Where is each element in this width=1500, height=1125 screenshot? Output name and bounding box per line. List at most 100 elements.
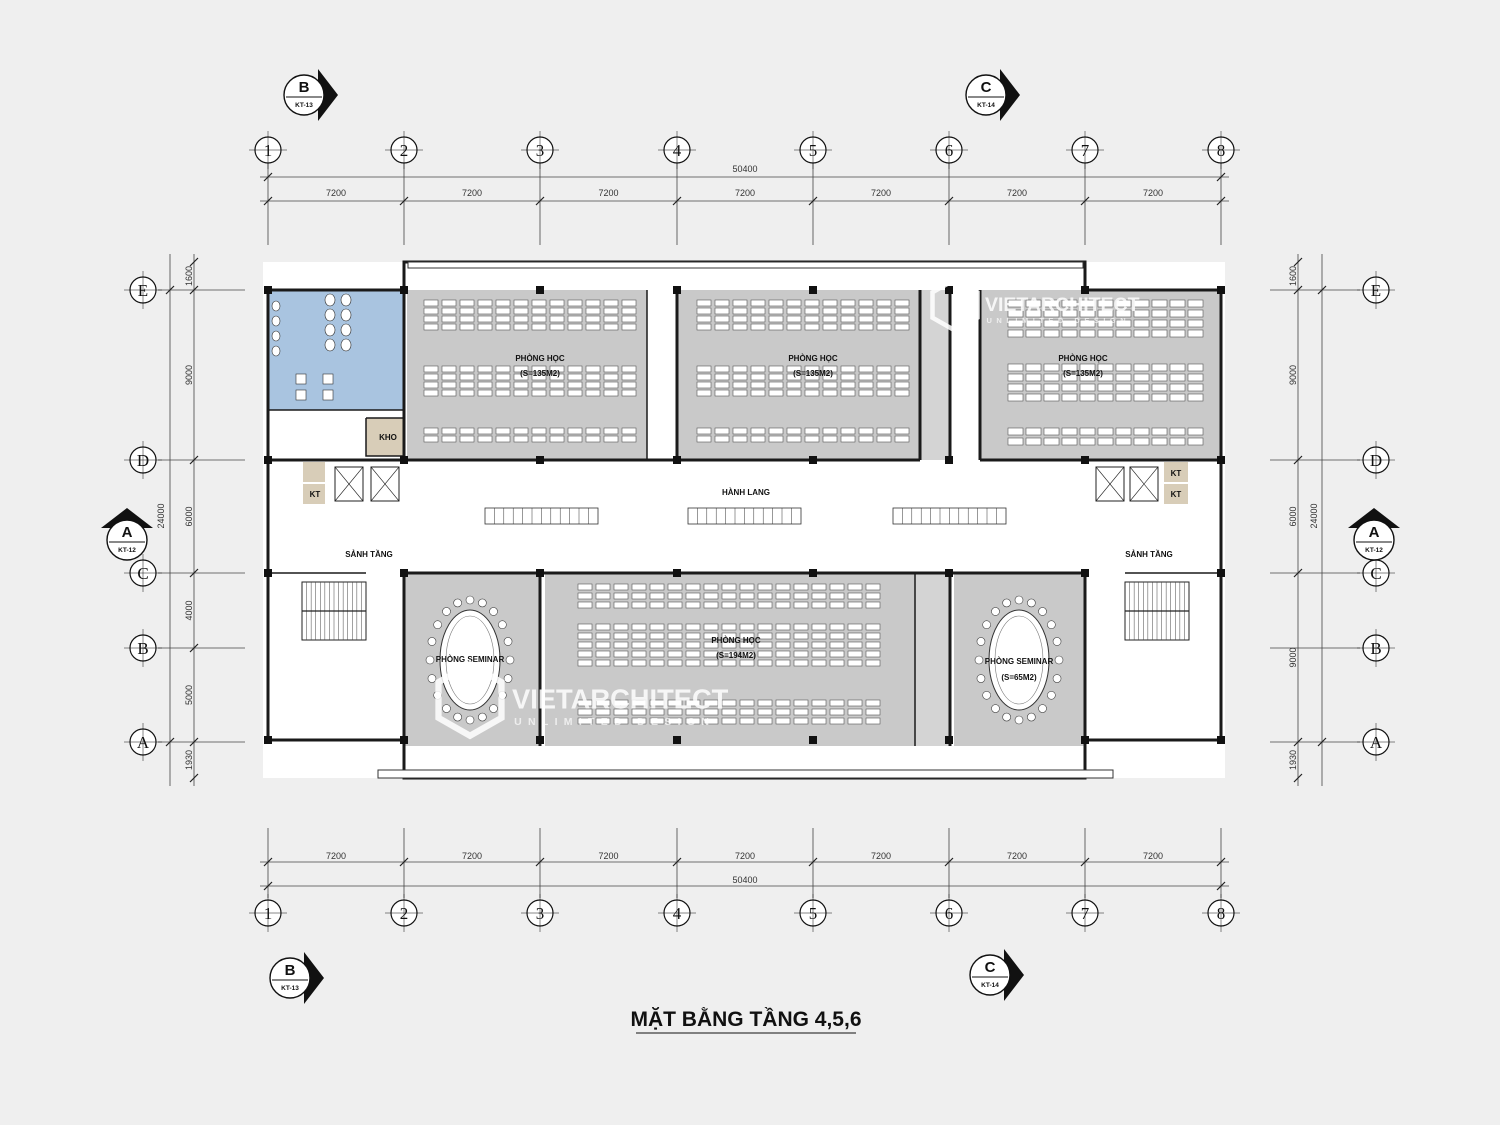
axis-row-E-left-label: E bbox=[138, 281, 148, 300]
classroom-1-desk bbox=[459, 323, 475, 331]
seminar-right-chair bbox=[1027, 712, 1036, 722]
classroom-1-desk bbox=[495, 307, 511, 315]
classroom-4-desk bbox=[631, 583, 647, 591]
classroom-2-desk bbox=[858, 323, 874, 331]
structural-column bbox=[1081, 736, 1089, 744]
seminar-left-chair bbox=[489, 704, 498, 713]
dim-bottom-bay-text-3: 7200 bbox=[598, 851, 618, 861]
classroom-3-desk bbox=[1133, 299, 1150, 308]
seminar-right-label: PHÒNG SEMINAR bbox=[985, 657, 1054, 666]
classroom-4-desk bbox=[667, 659, 683, 667]
classroom-3-desk bbox=[1169, 319, 1186, 328]
classroom-4-desk bbox=[865, 623, 881, 631]
classroom-2-desk bbox=[858, 307, 874, 315]
classroom-4-desk bbox=[577, 583, 593, 591]
classroom-4-desk bbox=[739, 632, 755, 640]
classroom-1-desk bbox=[549, 315, 565, 323]
classroom-2-desk bbox=[840, 373, 856, 381]
classroom-4-desk bbox=[775, 659, 791, 667]
classroom-1-desk bbox=[423, 435, 439, 443]
classroom-1-desk bbox=[531, 427, 547, 435]
classroom-1-desk bbox=[549, 427, 565, 435]
classroom-2-desk bbox=[804, 435, 820, 443]
classroom-1-desk bbox=[585, 389, 601, 397]
dim-left-rows-tick-3 bbox=[189, 568, 199, 578]
dim-left-rows-tick-4 bbox=[189, 643, 199, 653]
classroom-4-desk bbox=[577, 659, 593, 667]
classroom-4-desk bbox=[649, 641, 665, 649]
classroom-1-desk bbox=[459, 315, 475, 323]
dim-bottom-bays-tick-7 bbox=[1216, 857, 1226, 867]
classroom-4-desk bbox=[577, 650, 593, 658]
seminar-right-area: (S=65M2) bbox=[1001, 673, 1037, 682]
toilet-fixture bbox=[340, 323, 352, 337]
section-c-bottom-arrow bbox=[1004, 949, 1024, 1001]
classroom-2-desk bbox=[822, 323, 838, 331]
seminar-right-chair bbox=[991, 607, 1000, 616]
classroom-3-desk bbox=[1151, 299, 1168, 308]
classroom-2-desk bbox=[840, 427, 856, 435]
classroom-3-desk bbox=[1115, 363, 1132, 372]
classroom-2-desk bbox=[786, 373, 802, 381]
classroom-4-desk bbox=[649, 650, 665, 658]
classroom-4-desk bbox=[721, 601, 737, 609]
classroom-2-desk bbox=[858, 315, 874, 323]
classroom-2-desk bbox=[732, 389, 748, 397]
classroom-1-desk bbox=[585, 381, 601, 389]
section-a-left-sheet: KT-12 bbox=[118, 547, 136, 554]
classroom-1-desk bbox=[441, 435, 457, 443]
classroom-4-desk bbox=[721, 623, 737, 631]
kt-label-right-1: KT bbox=[1171, 469, 1182, 478]
lobby-left-label: SẢNH TẦNG bbox=[345, 549, 393, 559]
dim-left-rows-tick-1 bbox=[189, 285, 199, 295]
dim-bottom-bay-text-1: 7200 bbox=[326, 851, 346, 861]
section-a-right-sheet: KT-12 bbox=[1365, 547, 1383, 554]
classroom-3-desk bbox=[1151, 427, 1168, 436]
classroom-1-desk bbox=[621, 427, 637, 435]
dim-top-bay-text-4: 7200 bbox=[735, 188, 755, 198]
classroom-4-desk bbox=[847, 601, 863, 609]
classroom-4-desk bbox=[847, 708, 863, 716]
classroom-3-desk bbox=[1061, 329, 1078, 338]
dim-left-total-tick-1 bbox=[165, 737, 175, 747]
classroom-4-desk bbox=[811, 699, 827, 707]
classroom-4-desk bbox=[703, 641, 719, 649]
classroom-3-desk bbox=[1079, 309, 1096, 318]
classroom-2-desk bbox=[858, 299, 874, 307]
seminar-left-chair bbox=[478, 712, 487, 722]
dim-left-total-tick-0 bbox=[165, 285, 175, 295]
classroom-2-desk bbox=[840, 307, 856, 315]
classroom-4-desk bbox=[613, 650, 629, 658]
classroom-1-desk bbox=[567, 427, 583, 435]
classroom-4-desk bbox=[811, 623, 827, 631]
classroom-4-desk bbox=[613, 717, 629, 725]
structural-column bbox=[1217, 569, 1225, 577]
classroom-2-desk bbox=[750, 323, 766, 331]
classroom-2-desk bbox=[696, 427, 712, 435]
classroom-1-desk bbox=[441, 389, 457, 397]
classroom-1-desk bbox=[603, 323, 619, 331]
classroom-2-desk bbox=[804, 307, 820, 315]
classroom-1-desk bbox=[477, 315, 493, 323]
classroom-1-desk bbox=[567, 435, 583, 443]
classroom-2-desk bbox=[876, 315, 892, 323]
classroom-4-desk bbox=[685, 601, 701, 609]
classroom-3-desk bbox=[1133, 309, 1150, 318]
prep-area bbox=[915, 573, 950, 746]
classroom-2-desk bbox=[822, 389, 838, 397]
classroom-2-desk bbox=[786, 381, 802, 389]
section-a-left-circle bbox=[106, 519, 148, 561]
classroom-4-desk bbox=[721, 717, 737, 725]
classroom-4-desk bbox=[667, 708, 683, 716]
classroom-4-desk bbox=[829, 583, 845, 591]
classroom-1-desk bbox=[459, 373, 475, 381]
classroom-2-desk bbox=[714, 299, 730, 307]
urinal-fixture bbox=[271, 315, 281, 327]
classroom-2-desk bbox=[804, 427, 820, 435]
classroom-2-desk bbox=[696, 381, 712, 389]
section-b-bottom-sheet: KT-13 bbox=[281, 985, 299, 992]
classroom-1-desk bbox=[621, 315, 637, 323]
classroom-3-desk bbox=[1043, 309, 1060, 318]
classroom-4-desk bbox=[739, 641, 755, 649]
